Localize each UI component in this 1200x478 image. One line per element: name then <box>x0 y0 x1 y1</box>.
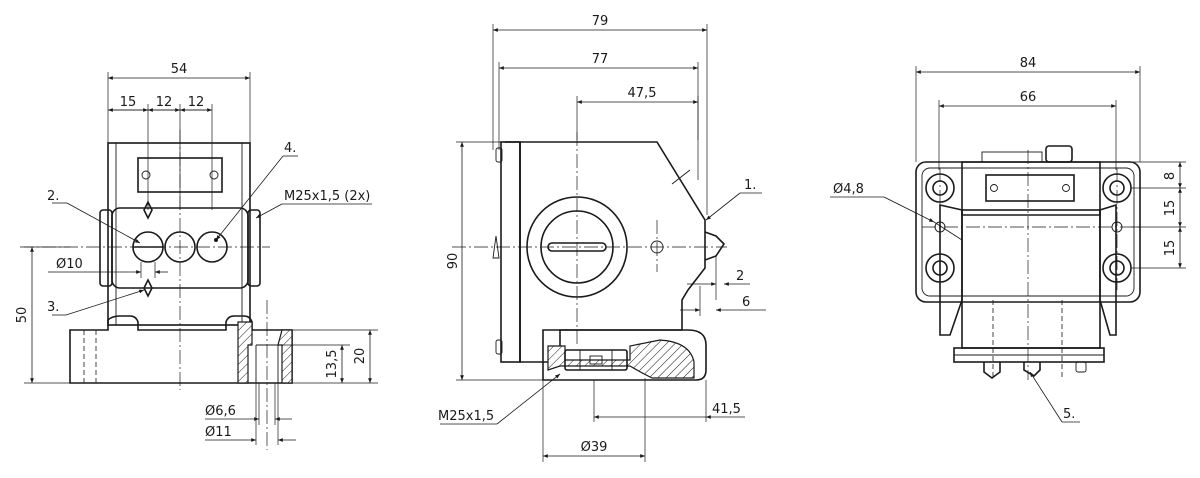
side-hinge <box>495 147 503 163</box>
top-lid <box>961 161 1101 216</box>
right-flap <box>1099 203 1117 336</box>
plate-screw <box>990 184 998 192</box>
top-hinge-strip <box>981 151 1043 163</box>
side-base <box>542 329 707 381</box>
dim-39: Ø39 <box>581 440 608 455</box>
dim-84: 84 <box>1020 56 1037 71</box>
cable-gland-left <box>99 209 113 287</box>
base-section-left <box>237 321 253 384</box>
callout-4: 4. <box>284 141 296 156</box>
callout-thread: M25x1,5 (2x) <box>284 189 370 204</box>
leader-3 <box>65 289 145 316</box>
leader-hole <box>883 196 935 223</box>
dim-90: 90 <box>446 253 461 270</box>
dim-hole-small: Ø6,6 <box>205 404 236 419</box>
housing-inner-edge <box>115 142 243 326</box>
dim-41-5: 41,5 <box>712 402 741 417</box>
dim-50: 50 <box>15 307 30 324</box>
dim-77: 77 <box>592 52 609 67</box>
bottom-screw <box>983 362 1001 379</box>
top-view: 84 66 <box>830 56 1186 423</box>
callout-1: 1. <box>744 178 756 193</box>
dim-47-5: 47,5 <box>628 86 657 101</box>
top-label-plate <box>985 174 1075 202</box>
dim-12-a: 12 <box>156 95 173 110</box>
front-view: 54 15 12 12 <box>15 62 378 450</box>
indicator-diamond-bottom <box>143 278 153 298</box>
dim-8: 8 <box>1163 172 1178 180</box>
top-centre-block <box>961 209 1101 349</box>
side-housing <box>505 141 706 363</box>
dim-15: 15 <box>120 95 137 110</box>
side-base-section <box>547 339 695 379</box>
gland-nut <box>589 355 603 365</box>
cable-gland-right <box>247 209 261 287</box>
lever-stub <box>704 231 726 261</box>
callout-5: 5. <box>1063 407 1075 422</box>
plate-screw <box>1062 184 1070 192</box>
dim-hole-large: Ø11 <box>205 425 232 440</box>
dim-2: 2 <box>736 269 744 284</box>
dim-13-5: 13,5 <box>325 350 340 379</box>
dim-54: 54 <box>171 62 188 77</box>
gland-insert <box>564 349 628 371</box>
indicator-diamond-top <box>143 200 153 220</box>
dim-15-a: 15 <box>1163 200 1178 217</box>
plate-screw <box>141 170 151 180</box>
leader-5 <box>1029 371 1063 423</box>
leader-4 <box>215 155 284 241</box>
leader-1 <box>705 192 741 221</box>
dim-66: 66 <box>1020 90 1037 105</box>
callout-thread: M25x1,5 <box>438 409 494 424</box>
side-view: 79 77 47,5 90 <box>438 14 766 462</box>
leader-thread <box>255 203 283 219</box>
dim-12-b: 12 <box>188 95 205 110</box>
bottom-nut <box>1075 361 1087 373</box>
base-plate <box>69 315 293 384</box>
dim-hole-dia: Ø4,8 <box>833 182 864 197</box>
leader-2 <box>66 202 141 244</box>
dim-79: 79 <box>592 14 609 29</box>
base-section-right <box>277 329 293 384</box>
dim-bore: Ø10 <box>56 257 83 272</box>
dim-6: 6 <box>742 295 750 310</box>
plate-screw <box>209 170 219 180</box>
left-flap <box>939 203 963 336</box>
dim-20: 20 <box>353 348 368 365</box>
callout-2: 2. <box>47 189 59 204</box>
dim-15-b: 15 <box>1163 240 1178 257</box>
bottom-screw <box>1023 362 1041 378</box>
callout-3: 3. <box>47 300 59 315</box>
leader-thread <box>496 373 561 425</box>
slant-screw <box>671 169 691 185</box>
leader-hole <box>933 221 963 241</box>
side-hinge <box>495 339 503 355</box>
side-cover <box>500 141 521 363</box>
top-lever <box>1045 145 1073 163</box>
housing-body <box>107 142 251 326</box>
